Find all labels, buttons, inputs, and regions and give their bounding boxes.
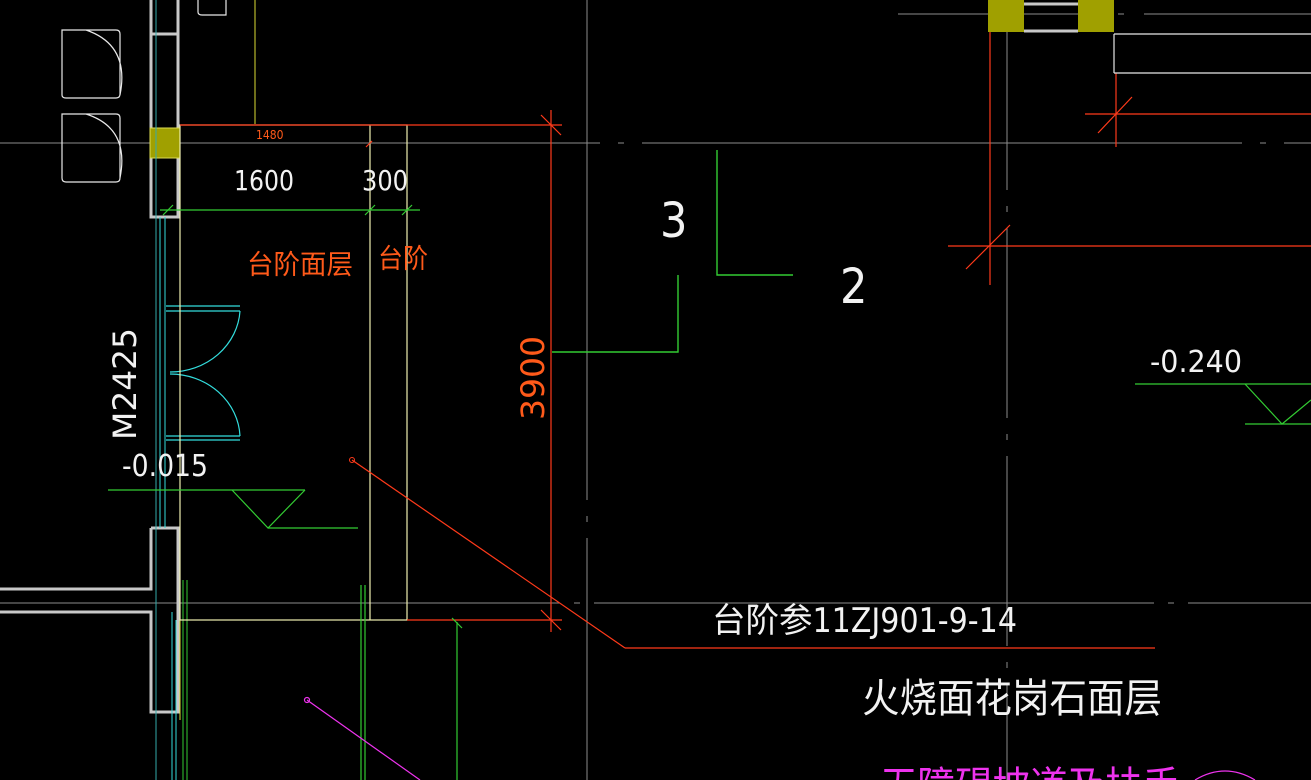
section-markers xyxy=(552,150,793,353)
magenta-elements xyxy=(303,696,1256,780)
column-top-right-2 xyxy=(1078,0,1114,32)
wall-segment-lower xyxy=(0,526,180,714)
top-right-structure xyxy=(988,0,1311,74)
dim-green-tick-1 xyxy=(162,204,174,216)
finish-material-text: 火烧面花岗石面层 xyxy=(862,676,1162,722)
section-mark-2-text: 2 xyxy=(840,259,867,315)
dimension-lines-green xyxy=(160,204,420,216)
drawing-texts: 1480 1600 300 台阶面层 台阶 M2425 -0.015 3900 … xyxy=(106,128,1242,780)
elevation-inside-text: -0.015 xyxy=(122,449,208,484)
magenta-arc xyxy=(1194,770,1256,780)
section-mark-3-line xyxy=(552,275,679,353)
dim-text-3900: 3900 xyxy=(514,336,552,420)
magenta-leader xyxy=(306,699,421,780)
partial-bottom-note: 无障碍坡道及扶手 xyxy=(880,764,1180,780)
elevation-outside-triangle xyxy=(1244,383,1311,425)
dim-green-tick-2 xyxy=(364,204,376,216)
step-platform xyxy=(179,124,408,621)
dim-green-tick-3 xyxy=(401,204,413,216)
label-step: 台阶 xyxy=(378,244,428,275)
dimension-lines-red xyxy=(180,0,1311,649)
leader-line xyxy=(351,459,626,649)
elevation-symbols xyxy=(108,383,1311,780)
wall-finish-lines xyxy=(155,0,256,780)
column-left xyxy=(149,127,181,159)
wall-segment-upper xyxy=(149,32,180,219)
dim-text-300: 300 xyxy=(362,164,408,197)
label-step-surface: 台阶面层 xyxy=(247,250,353,281)
double-door xyxy=(166,305,241,441)
dim-text-1600: 1600 xyxy=(234,164,294,197)
column-top-right-1 xyxy=(988,0,1024,32)
dim-tick-right-top xyxy=(1097,96,1133,134)
section-mark-3-text: 3 xyxy=(660,193,687,249)
left-wall xyxy=(0,0,180,714)
step-reference-text: 台阶参11ZJ901-9-14 xyxy=(712,601,1017,641)
leader-dot xyxy=(349,457,355,463)
elevation-outside-text: -0.240 xyxy=(1150,345,1242,380)
chair-top xyxy=(61,29,123,99)
elevation-inside-triangle xyxy=(231,489,306,529)
dim-tick-top xyxy=(540,114,562,136)
door-swing-bottom xyxy=(169,373,241,437)
dim-small-tick-1480 xyxy=(365,140,373,148)
dim-tick-bottom xyxy=(540,609,562,631)
dim-tick-right-mid xyxy=(965,224,1011,270)
step-platform-outline xyxy=(179,124,408,621)
dim-text-1480: 1480 xyxy=(256,128,284,142)
chair-partial-top xyxy=(197,0,227,16)
magenta-dot xyxy=(303,696,311,704)
door-code-label: M2425 xyxy=(106,328,144,440)
section-mark-2-line xyxy=(716,150,793,276)
door-swing-top xyxy=(169,310,241,373)
chairs xyxy=(61,0,227,183)
chair-bottom xyxy=(61,113,123,183)
